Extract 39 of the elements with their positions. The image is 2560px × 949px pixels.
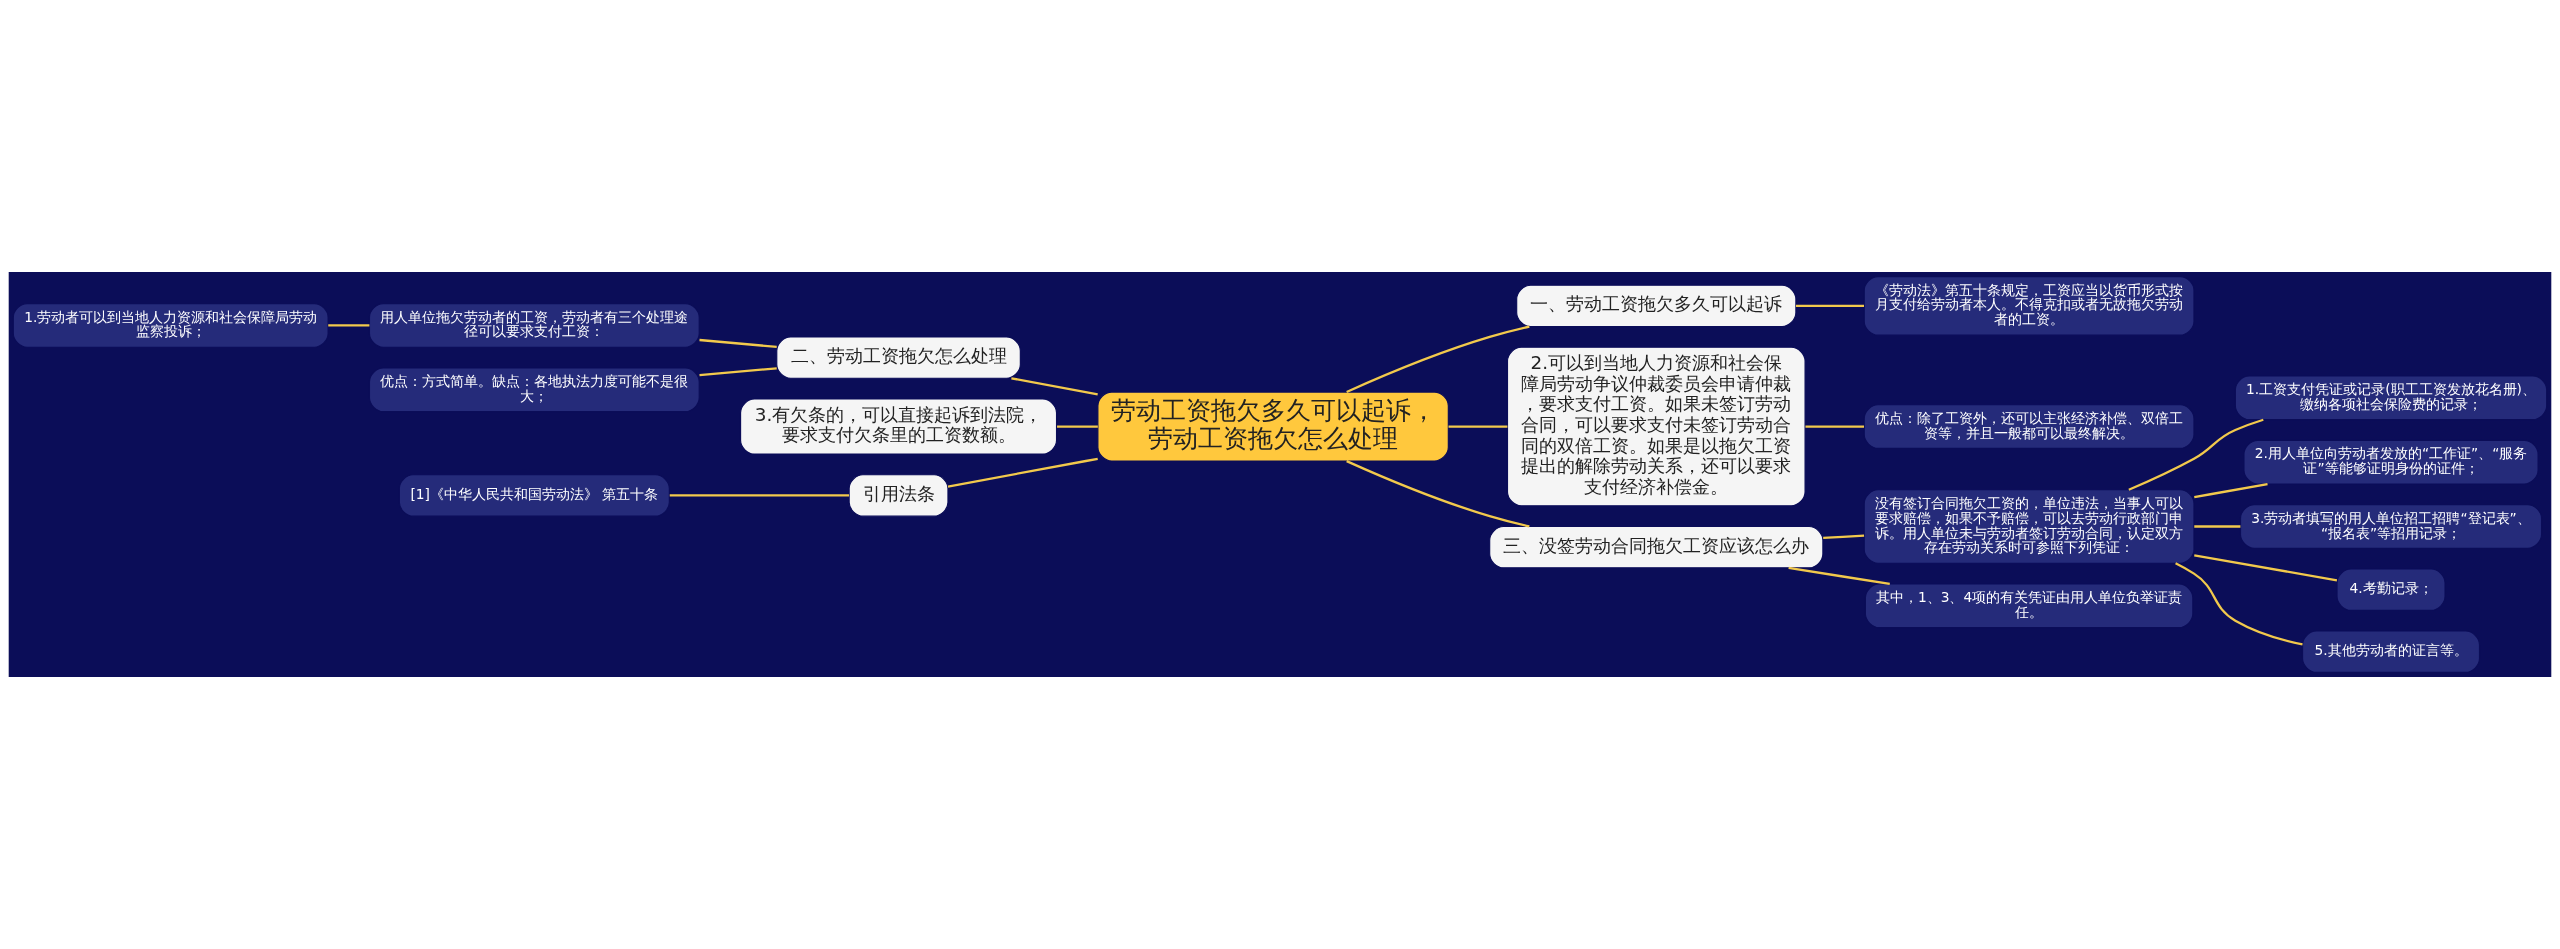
connector <box>1011 377 1098 396</box>
node-box: 用人单位拖欠劳动者的工资，劳动者有三个处理途径可以要求支付工资： <box>368 303 700 348</box>
node-box: 《劳动法》第五十条规定，工资应当以货币形式按月支付给劳动者本人。不得克扣或者无故拖欠劳动者的工资。 <box>1863 276 2195 336</box>
connector <box>328 324 370 327</box>
connector <box>699 367 777 377</box>
node-box: 三、没签劳动合同拖欠工资应该怎么办 <box>1489 525 1824 569</box>
connector <box>2194 525 2241 528</box>
node-box: 2.用人单位向劳动者发放的“工作证”、“服务证”等能够证明身份的证件； <box>2243 439 2539 485</box>
connector <box>947 457 1098 488</box>
node-box: 一、劳动工资拖欠多久可以起诉 <box>1516 284 1797 328</box>
connector <box>1823 534 1865 540</box>
node-box: 优点：方式简单。缺点：各地执法力度可能不是很大； <box>368 367 700 413</box>
connector <box>1795 304 1864 308</box>
connector <box>1057 425 1098 428</box>
node-box: 二、劳动工资拖欠怎么处理 <box>776 336 1021 379</box>
connector <box>2194 482 2268 499</box>
connector <box>1346 460 1530 528</box>
node-box: 4.考勤记录； <box>2336 568 2446 611</box>
connector <box>2175 562 2303 646</box>
node-box: 5.其他劳动者的证言等。 <box>2301 630 2481 673</box>
connector <box>699 338 777 348</box>
connector <box>2194 554 2338 582</box>
connector <box>669 494 850 497</box>
node-box: 引用法条 <box>848 474 949 517</box>
node-box: 3.劳动者填写的用人单位招工招聘“登记表”、“报名表”等招用记录； <box>2239 504 2543 549</box>
node-box: 2.可以到当地人力资源和社会保障局劳动争议仲裁委员会申请仲裁，要求支付工资。如果未签订劳动合同，可以要求支付未签订劳动合同的双倍工资。如果是以拖欠工资提出的解除劳动关系，还可以要求支付经济补偿金。 <box>1506 346 1806 507</box>
connector <box>1788 566 1890 586</box>
connector <box>1805 425 1864 428</box>
connector <box>1448 425 1508 428</box>
node-box: 1.工资支付凭证或记录(职工工资发放花名册)、缴纳各项社会保险费的记录； <box>2234 375 2548 421</box>
connector <box>1346 325 1530 393</box>
node-box: 3.有欠条的，可以直接起诉到法院，要求支付欠条里的工资数额。 <box>740 398 1058 455</box>
node-box: 1.劳动者可以到当地人力资源和社会保障局劳动监察投诉； <box>12 303 329 348</box>
node-box: 没有签订合同拖欠工资的，单位违法，当事人可以要求赔偿，如果不予赔偿，可以去劳动行政部门申诉。用人单位未与劳动者签订劳动合同，认定双方存在劳动关系时可参照下列凭证： <box>1863 489 2195 564</box>
node-box: [1]《中华人民共和国劳动法》 第五十条 <box>398 474 670 517</box>
node-box: 其中，1、3、4项的有关凭证由用人单位负举证责任。 <box>1864 583 2194 629</box>
node-box: 优点：除了工资外，还可以主张经济补偿、双倍工资等，并且一般都可以最终解决。 <box>1863 404 2195 449</box>
node-box: 劳动工资拖欠多久可以起诉，劳动工资拖欠怎么处理 <box>1097 391 1449 462</box>
connector <box>2128 418 2264 491</box>
